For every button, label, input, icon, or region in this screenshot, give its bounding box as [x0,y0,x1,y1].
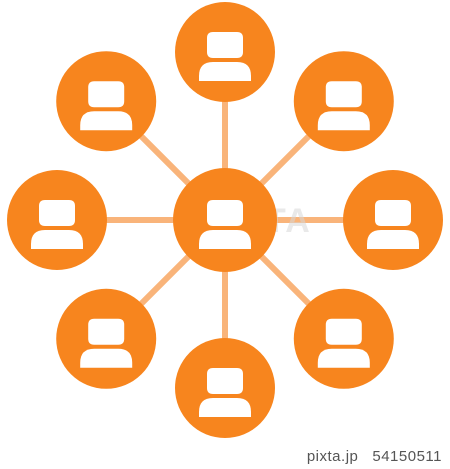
outer-node-top-right [293,51,394,152]
outer-node-top [175,2,275,102]
outer-node-top-left [56,51,157,152]
outer-node-bottom-right [293,288,394,389]
center-node [173,168,277,272]
footer: pixta.jp 54150511 [0,443,450,469]
image-id-label: 54150511 [372,447,442,465]
source-label: pixta.jp [306,447,359,465]
nodes [7,2,443,438]
outer-node-right [343,170,443,270]
outer-node-bottom [175,338,275,438]
outer-node-left [7,170,107,270]
outer-node-bottom-left [56,288,157,389]
